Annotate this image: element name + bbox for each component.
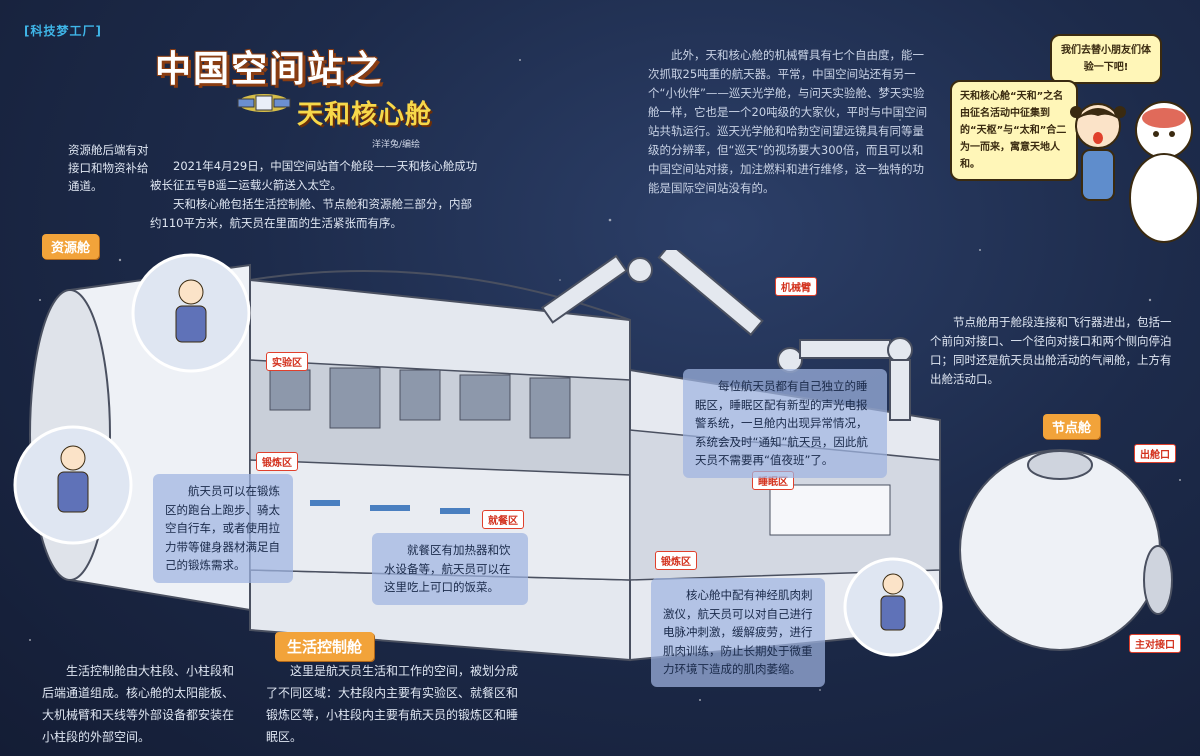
label-exit-port: 出舱口 xyxy=(1134,444,1176,463)
node-module-tag: 节点舱 xyxy=(1043,414,1101,439)
astronaut-lab-portrait xyxy=(131,253,251,373)
label-dining-zone: 就餐区 xyxy=(482,510,524,529)
info-box-muscle-stimulator: 核心舱中配有神经肌肉刺激仪，航天员可以对自己进行电脉冲刺激，缓解疲劳，进行肌肉训… xyxy=(651,578,825,687)
satellite-icon xyxy=(237,94,291,112)
cartoon-kids-illustration xyxy=(1070,101,1199,243)
label-robot-arm: 机械臂 xyxy=(775,277,817,296)
intro-paragraph-2: 天和核心舱包括生活控制舱、节点舱和资源舱三部分，内部约110平方米，航天员在里面… xyxy=(150,197,472,230)
label-exercise-zone-1: 锻炼区 xyxy=(256,452,298,471)
column-tag: [科技梦工厂] xyxy=(24,24,102,38)
astronaut-treadmill-portrait xyxy=(843,557,943,657)
life-control-module-text-left: 生活控制舱由大柱段、小柱段和后端通道组成。核心舱的太阳能板、大机械臂和天线等外部… xyxy=(42,664,235,744)
info-box-sleep: 每位航天员都有自己独立的睡眠区，睡眠区配有新型的声光电报警系统，一旦舱内出现异常… xyxy=(683,369,887,478)
astronaut-exercise-portrait xyxy=(13,425,133,545)
speech-bubble-name-origin: 天和核心舱“天和”之名由征名活动中征集到的“天枢”与“太和”合二为一而来，寓意天… xyxy=(950,80,1078,181)
node-module-text: 节点舱用于舱段连接和飞行器进出，包括一个前向对接口、一个径向对接口和两个侧向停泊… xyxy=(930,315,1172,386)
resource-module-tag: 资源舱 xyxy=(42,234,100,259)
info-box-exercise: 航天员可以在锻炼区的跑台上跑步、骑太空自行车，或者使用拉力带等健身器材满足自己的… xyxy=(153,474,293,583)
resource-module-text: 资源舱后端有对接口和物资补给通道。 xyxy=(68,143,149,193)
byline: 洋洋兔/编绘 xyxy=(372,140,421,150)
label-main-docking-port: 主对接口 xyxy=(1129,634,1181,653)
label-lab-zone: 实验区 xyxy=(266,352,308,371)
robot-arm-text: 此外，天和核心舱的机械臂具有七个自由度，能一次抓取25吨重的航天器。平常，中国空… xyxy=(648,48,928,195)
info-box-dining: 就餐区有加热器和饮水设备等，航天员可以在这里吃上可口的饭菜。 xyxy=(372,533,528,605)
page-title: 中国空间站之 xyxy=(155,49,384,90)
page-subtitle: 天和核心舱 xyxy=(297,100,433,130)
speech-bubble-top: 我们去替小朋友们体验一下吧! xyxy=(1050,34,1162,84)
life-control-module-text-right: 这里是航天员生活和工作的空间，被划分成了不同区域：大柱段内主要有实验区、就餐区和… xyxy=(266,664,519,744)
label-exercise-zone-2: 锻炼区 xyxy=(655,551,697,570)
intro-paragraph-1: 2021年4月29日，中国空间站首个舱段——天和核心舱成功被长征五号B遥二运载火… xyxy=(150,159,478,192)
life-control-module-tag: 生活控制舱 xyxy=(275,632,375,661)
intro-text: 2021年4月29日，中国空间站首个舱段——天和核心舱成功被长征五号B遥二运载火… xyxy=(150,157,480,233)
